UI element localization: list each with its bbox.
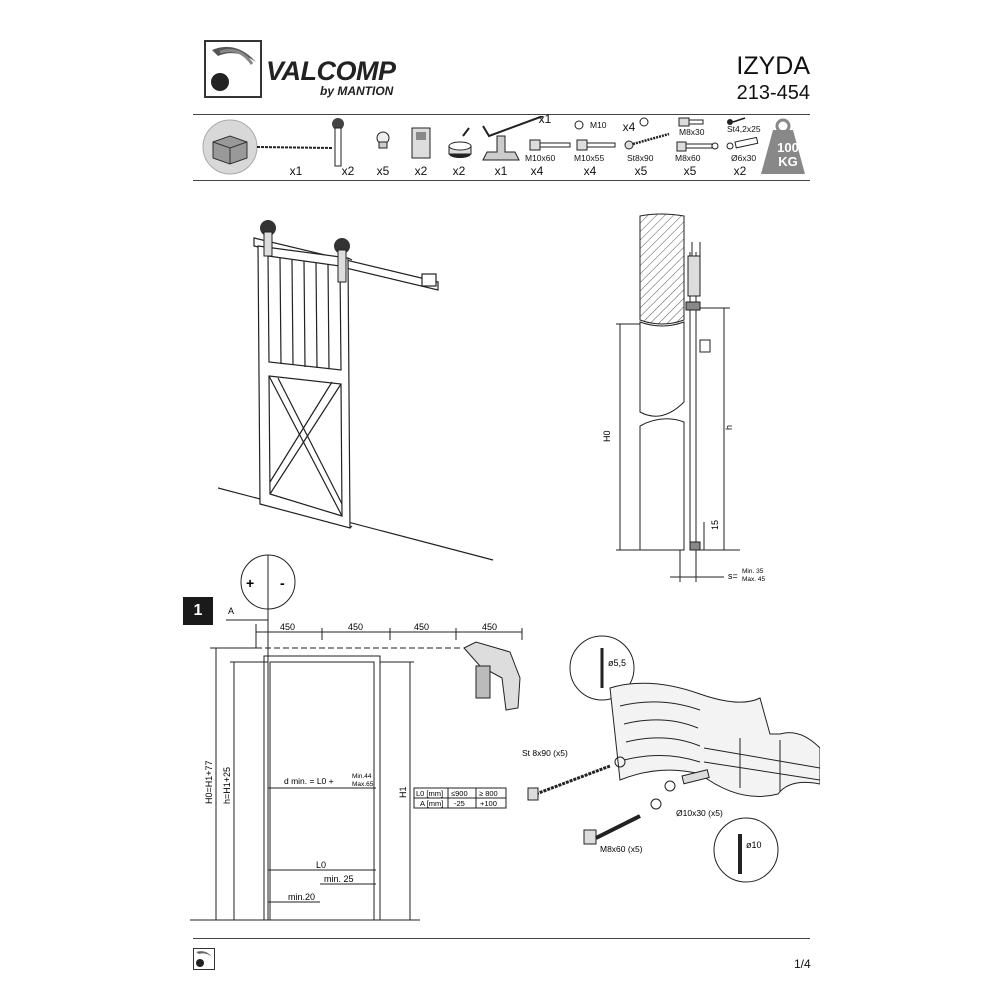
dmin-formula: d min. = L0 + [284, 776, 334, 786]
dmin-max: Max.65 [352, 781, 374, 788]
gap-15-label: 15 [710, 520, 720, 530]
weight-icon [761, 118, 805, 174]
nut-m10-icon [574, 120, 584, 130]
page-number: 1/4 [794, 957, 811, 971]
step1-installation-drawing: + - A 450 450 450 450 H0=H1+77 h=H1+25 H… [180, 548, 821, 938]
screw-st8x90-icon [624, 132, 670, 150]
h-total-label: h=H1+25 [222, 767, 232, 804]
m10x60-qty: x4 [530, 164, 544, 178]
st8x90-label: St8x90 [627, 153, 654, 163]
m10x60-label: M10x60 [525, 153, 556, 163]
plus-sign: + [246, 575, 254, 591]
parts-list [193, 115, 810, 180]
dowel-install-label: Ø10x30 (x5) [676, 808, 723, 818]
drill-small-label: ø5,5 [608, 658, 626, 668]
key-qty: x1 [538, 112, 552, 126]
table-header-le900: ≤900 [451, 789, 468, 798]
st8x90-top-qty: x4 [622, 120, 636, 134]
bolt-m8x30-icon [678, 117, 704, 127]
h1-label: H1 [398, 786, 408, 798]
door-perspective-drawing [217, 210, 498, 570]
min25-label: min. 25 [324, 874, 354, 884]
step-number-badge: 1 [183, 597, 213, 625]
weight-unit: KG [778, 154, 798, 169]
screw-st42x25-icon [727, 117, 746, 125]
product-name: IZYDA [736, 52, 810, 80]
product-code: 213-454 [736, 82, 810, 104]
screw-label: St 8x90 (x5) [522, 748, 568, 758]
side-section-drawing: H0 h 15 s= Min. 35 Max. 45 [600, 212, 770, 592]
stop-icon [411, 127, 431, 159]
allen-key-icon [482, 115, 544, 138]
m8x30-label: M8x30 [679, 127, 705, 137]
s-min-label: Min. 35 [742, 568, 764, 575]
a-label: A [228, 606, 234, 616]
st42x25-label: St4,2x25 [727, 124, 761, 134]
footer-logo [193, 948, 215, 970]
cap-icon [639, 117, 649, 127]
min20-label: min.20 [288, 892, 315, 902]
hanger-icon [332, 118, 344, 167]
valcomp-logo [204, 40, 262, 98]
h0-side-label: H0 [602, 430, 612, 442]
dowel-label: Ø6x30 [731, 153, 757, 163]
table-header-ge800: ≥ 800 [479, 789, 498, 798]
spacing-3: 450 [414, 622, 429, 632]
table-row-a: A [mm] [420, 799, 443, 808]
drill-large-label: ø10 [746, 840, 762, 850]
s-label: s= [728, 571, 738, 581]
table-header-l0: L0 [mm] [416, 789, 443, 798]
dowel-qty: x2 [733, 164, 747, 178]
spacing-1: 450 [280, 622, 295, 632]
h-side-label: h [724, 425, 734, 430]
rail-icon [256, 146, 334, 149]
m8x60-label: M8x60 [675, 153, 701, 163]
package-icon [202, 119, 258, 175]
bumper-qty: x2 [452, 164, 466, 178]
h0-total-label: H0=H1+77 [204, 760, 214, 804]
header-divider-bottom [193, 180, 810, 181]
brand-subtitle: by MANTION [320, 84, 394, 98]
floor-guide-icon [482, 135, 520, 161]
l0-label: L0 [316, 860, 326, 870]
minus-sign: - [280, 575, 285, 591]
m10x55-label: M10x55 [574, 153, 605, 163]
guide-qty: x1 [494, 164, 508, 178]
brand-name: VALCOMP [266, 56, 396, 86]
bolt-m10x60-icon [529, 139, 571, 151]
st8x90-qty: x5 [634, 164, 648, 178]
header-divider-top [193, 114, 810, 115]
rail-qty: x1 [289, 164, 303, 178]
dmin-min: Min.44 [352, 773, 372, 780]
stop-qty: x2 [414, 164, 428, 178]
m10x55-qty: x4 [583, 164, 597, 178]
spacing-2: 450 [348, 622, 363, 632]
table-row-minus25: -25 [454, 799, 465, 808]
spacer-icon [376, 131, 390, 149]
s-max-label: Max. 45 [742, 576, 766, 583]
m8x60-qty: x5 [683, 164, 697, 178]
footer-divider [193, 938, 810, 939]
hanger-qty: x2 [341, 164, 355, 178]
spacing-4: 450 [482, 622, 497, 632]
dowel-icon [726, 136, 759, 150]
bolt-m8x60-icon [676, 141, 719, 152]
weight-label: 100 KG [768, 141, 808, 169]
spacer-qty: x5 [376, 164, 390, 178]
bolt-install-label: M8x60 (x5) [600, 844, 643, 854]
bumper-icon [448, 127, 472, 158]
bolt-m10x55-icon [576, 139, 616, 151]
m10-label: M10 [590, 120, 607, 130]
table-row-plus100: +100 [480, 799, 497, 808]
weight-value: 100 [777, 140, 799, 155]
